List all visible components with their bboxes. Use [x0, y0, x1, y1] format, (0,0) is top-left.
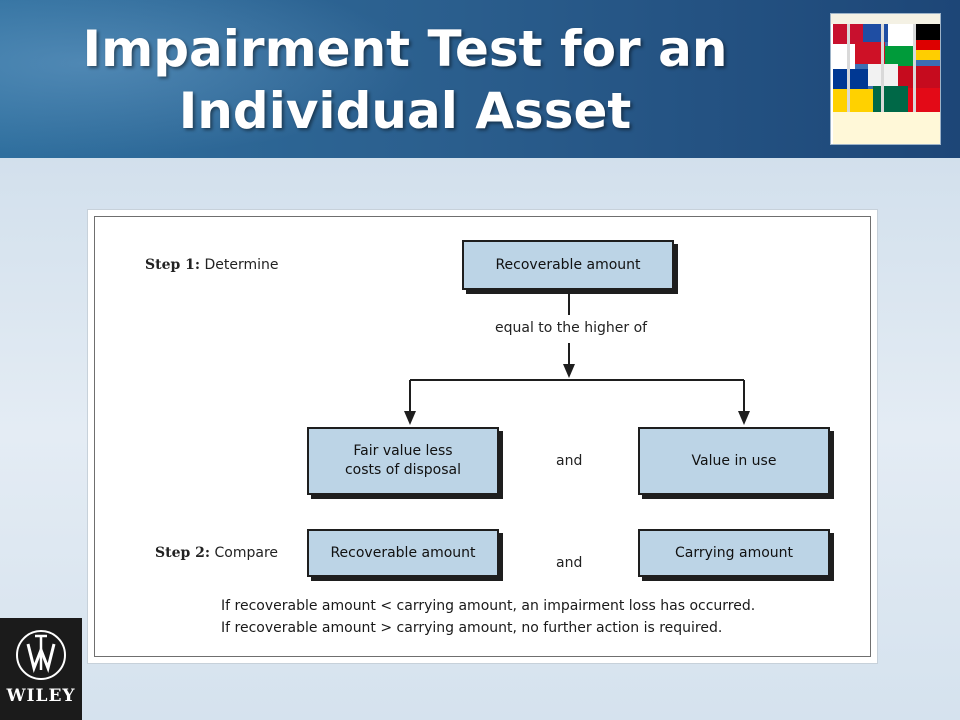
step-2-label: Step 2: Compare: [155, 545, 278, 561]
step-2-title: Step 2:: [155, 545, 211, 561]
header-flag-background: [0, 0, 420, 158]
step-1-title: Step 1:: [145, 257, 201, 273]
step-1-label: Step 1: Determine: [145, 257, 279, 273]
value-in-use-box-label: Value in use: [691, 452, 777, 469]
carrying-amount-box-label: Carrying amount: [674, 544, 794, 561]
recoverable-amount-box: Recoverable amount: [462, 240, 674, 290]
arrowhead-right: [738, 411, 750, 425]
fair-value-line-1: Fair value less: [353, 443, 453, 459]
wiley-logo-text: WILEY: [6, 686, 76, 706]
arrowhead-left: [404, 411, 416, 425]
arrowhead-center: [563, 364, 575, 378]
compare-recoverable-box: Recoverable amount: [307, 529, 499, 577]
wiley-emblem: [16, 630, 66, 680]
diagram-frame: [94, 216, 871, 657]
cover-top-strip: [831, 14, 940, 24]
title-line-1: Impairment Test for an: [82, 20, 728, 78]
value-in-use-box: Value in use: [638, 427, 830, 495]
step-2-text: Compare: [214, 545, 279, 561]
fair-value-box: Fair value less costs of disposal: [307, 427, 499, 495]
compare-recoverable-box-label: Recoverable amount: [330, 544, 476, 561]
cover-caption-band: [833, 112, 940, 144]
connector-text: equal to the higher of: [495, 320, 648, 336]
fair-value-box-label: Fair value less costs of disposal: [345, 442, 461, 480]
recoverable-amount-box-label: Recoverable amount: [495, 256, 641, 273]
cover-flags-image: [833, 24, 940, 112]
note-line-1: If recoverable amount < carrying amount,…: [221, 598, 756, 614]
book-cover-icon: [830, 13, 941, 145]
wiley-logo-icon: WILEY: [0, 618, 82, 720]
step-1-text: Determine: [204, 257, 279, 273]
slide-header: Impairment Test for an Individual Asset: [0, 0, 960, 158]
title-line-2: Individual Asset: [178, 82, 632, 140]
note-line-2: If recoverable amount > carrying amount,…: [221, 620, 723, 636]
carrying-amount-box: Carrying amount: [638, 529, 830, 577]
fair-value-line-2: costs of disposal: [344, 462, 462, 478]
and-label-1: and: [556, 453, 583, 469]
slide-title: Impairment Test for an Individual Asset: [0, 18, 810, 142]
and-label-2: and: [556, 555, 583, 571]
